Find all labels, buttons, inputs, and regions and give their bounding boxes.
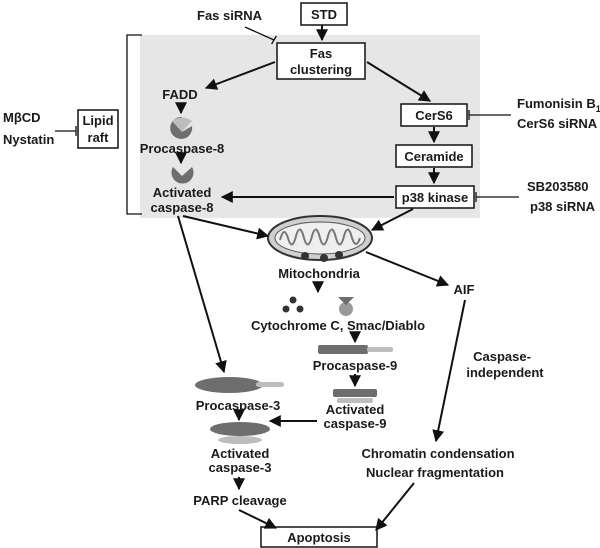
apoptosis-label: Apoptosis [287,530,351,545]
mbcd-label: MβCD [3,110,41,125]
procaspase3-label: Procaspase-3 [196,398,281,413]
fadd-label: FADD [162,87,197,102]
nystatin-label: Nystatin [3,132,54,147]
fas-clustering-label-1: Fas [310,46,332,61]
chromatin-label: Chromatin condensation [361,446,514,461]
activated-caspase3-label-1: Activated [211,446,270,461]
std-label: STD [311,7,337,22]
ceramide-label: Ceramide [404,149,463,164]
procaspase3-shape [195,377,284,393]
fas-sirna-label: Fas siRNA [197,8,263,23]
activated-caspase9-shape [333,389,377,403]
fas-sirna-inhibition [244,26,277,45]
mitochondria-label: Mitochondria [278,266,360,281]
sb203580-label: SB203580 [527,179,588,194]
nuclear-label: Nuclear fragmentation [366,465,504,480]
fas-clustering-node: Fas clustering [276,42,366,80]
lipid-raft-node: Lipid raft [77,109,119,149]
lipid-raft-label-1: Lipid [82,113,113,128]
cers6-label: CerS6 [415,108,453,123]
lipid-raft-bracket [126,34,142,215]
procaspase9-shape [318,345,393,354]
cers6-node: CerS6 [400,103,468,127]
activated-caspase8-label-2: caspase-8 [151,200,214,215]
cers6-sirna-label: CerS6 siRNA [517,116,598,131]
mbcd-inhibition [55,126,77,136]
activated-caspase8-label-1: Activated [153,185,212,200]
activated-caspase8-shape [171,167,194,184]
activated-caspase3-shape [210,422,270,444]
p38-kinase-node: p38 kinase [395,185,475,209]
procaspase8-shape [170,116,193,139]
std-node: STD [300,2,348,26]
caspase-independent-label-1: Caspase- [473,349,531,364]
aif-label: AIF [454,282,475,297]
p38-sirna-label: p38 siRNA [530,199,596,214]
parp-label: PARP cleavage [193,493,286,508]
procaspase8-label: Procaspase-8 [140,141,225,156]
cers6-inhibition [468,110,511,120]
ceramide-node: Ceramide [395,144,473,168]
procaspase9-label: Procaspase-9 [313,358,398,373]
activated-caspase9-label-2: caspase-9 [324,416,387,431]
lipid-raft-label-2: raft [88,130,110,145]
p38-inhibition [475,192,519,202]
pathway-arrows [175,25,466,531]
caspase-independent-label-2: independent [466,365,544,380]
p38-kinase-label: p38 kinase [402,190,469,205]
mitochondria-icon [267,215,373,262]
activated-caspase9-label-1: Activated [326,402,385,417]
smac-diablo-icon [338,297,354,316]
activated-caspase3-label-2: caspase-3 [209,460,272,475]
fumonisin-label: Fumonisin B1 [517,96,600,114]
apoptosis-node: Apoptosis [260,526,378,548]
cytochrome-label: Cytochrome C, Smac/Diablo [251,318,425,333]
cytochrome-c-dots [282,296,304,313]
fas-clustering-label-2: clustering [290,62,352,77]
